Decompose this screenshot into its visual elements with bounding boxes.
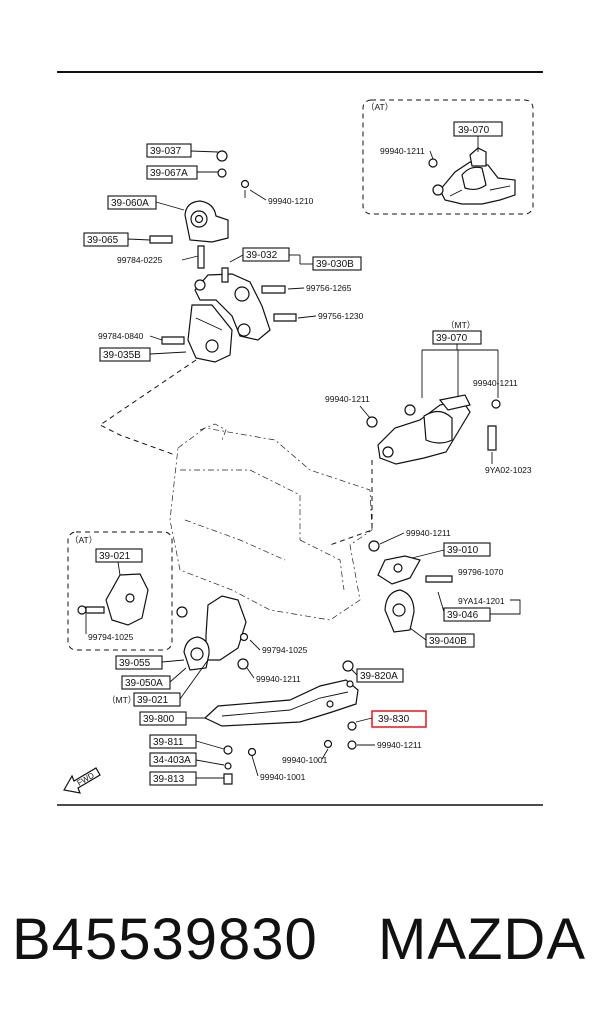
part-39-811: 39-811 xyxy=(153,737,184,748)
engine-mount-diagram: （AT） 39-070 99940-1211 39-037 39-067A 39… xyxy=(57,71,543,806)
at-inset-label: （AT） xyxy=(366,102,393,112)
brand-name: MAZDA xyxy=(378,907,586,972)
upper-mount-drawing xyxy=(184,200,229,243)
part-39-070-mt: 39-070 xyxy=(436,333,468,344)
fastener-99794-1025-at: 99794-1025 xyxy=(88,632,134,642)
fastener-99940-1211-c: 99940-1211 xyxy=(406,528,451,538)
part-39-830: 39-830 xyxy=(378,714,410,725)
part-39-060A: 39-060A xyxy=(111,198,149,209)
fastener-99940-1211-mt-right: 99940-1211 xyxy=(473,378,518,388)
part-34-403A: 34-403A xyxy=(153,755,191,766)
at-mount-bracket-drawing xyxy=(428,147,516,205)
fastener-9YA14-1201: 9YA14-1201 xyxy=(458,596,505,606)
part-39-021-mt: 39-021 xyxy=(137,695,169,706)
mount-050A-drawing xyxy=(183,636,210,671)
fastener-99756-1230: 99756-1230 xyxy=(318,311,364,321)
fastener-99940-1001-b: 99940-1001 xyxy=(260,772,306,782)
mt-inline-label: （MT） xyxy=(107,695,136,705)
part-39-010: 39-010 xyxy=(447,545,479,556)
footer: B45539830 MAZDA xyxy=(0,895,600,985)
highlight-39-830 xyxy=(371,710,427,728)
mount-040B-drawing xyxy=(384,589,415,633)
part-39-046: 39-046 xyxy=(447,610,479,621)
fastener-99756-1265: 99756-1265 xyxy=(306,283,352,293)
at-inset-left-label: （AT） xyxy=(70,535,97,545)
mt-mount-070-drawing xyxy=(377,394,471,465)
part-39-813: 39-813 xyxy=(153,774,185,785)
fastener-99940-1211-at: 99940-1211 xyxy=(380,146,425,156)
engine-block-outline xyxy=(169,423,373,621)
part-39-030B: 39-030B xyxy=(316,259,354,270)
part-39-055: 39-055 xyxy=(119,658,151,669)
fastener-99794-1025: 99794-1025 xyxy=(262,645,308,655)
fastener-99940-1211-d: 99940-1211 xyxy=(256,674,301,684)
part-39-050A: 39-050A xyxy=(125,678,163,689)
mount-bracket-030B-drawing xyxy=(194,267,271,341)
fastener-99796-1070: 99796-1070 xyxy=(458,567,504,577)
fastener-99940-1210: 99940-1210 xyxy=(268,196,314,206)
fwd-arrow-icon: FWD xyxy=(63,767,101,794)
trans-mount-010-drawing xyxy=(377,555,421,585)
part-39-035B: 39-035B xyxy=(103,350,141,361)
fastener-99784-0225: 99784-0225 xyxy=(117,255,163,265)
part-39-067A: 39-067A xyxy=(150,168,188,179)
part-39-070-at: 39-070 xyxy=(458,125,490,136)
at-inset-box xyxy=(362,99,534,215)
part-39-040B: 39-040B xyxy=(429,636,467,647)
fastener-99940-1211-e: 99940-1211 xyxy=(377,740,422,750)
crossmember-800-drawing xyxy=(203,679,359,727)
fastener-9YA02-1023: 9YA02-1023 xyxy=(485,465,532,475)
part-39-065: 39-065 xyxy=(87,235,119,246)
bracket-035B-drawing xyxy=(187,304,233,363)
fastener-99784-0840: 99784-0840 xyxy=(98,331,144,341)
part-39-800: 39-800 xyxy=(143,714,175,725)
part-39-820A: 39-820A xyxy=(360,671,398,682)
part-39-021-at: 39-021 xyxy=(99,551,131,562)
part-39-032: 39-032 xyxy=(246,250,278,261)
at-bracket-021-drawing xyxy=(77,573,149,626)
mt-variant-label: （MT） xyxy=(446,320,475,330)
part-39-037: 39-037 xyxy=(150,146,182,157)
part-number: B45539830 xyxy=(12,907,318,972)
fastener-99940-1211-mt-left: 99940-1211 xyxy=(325,394,370,404)
fastener-99940-1001-a: 99940-1001 xyxy=(282,755,328,765)
